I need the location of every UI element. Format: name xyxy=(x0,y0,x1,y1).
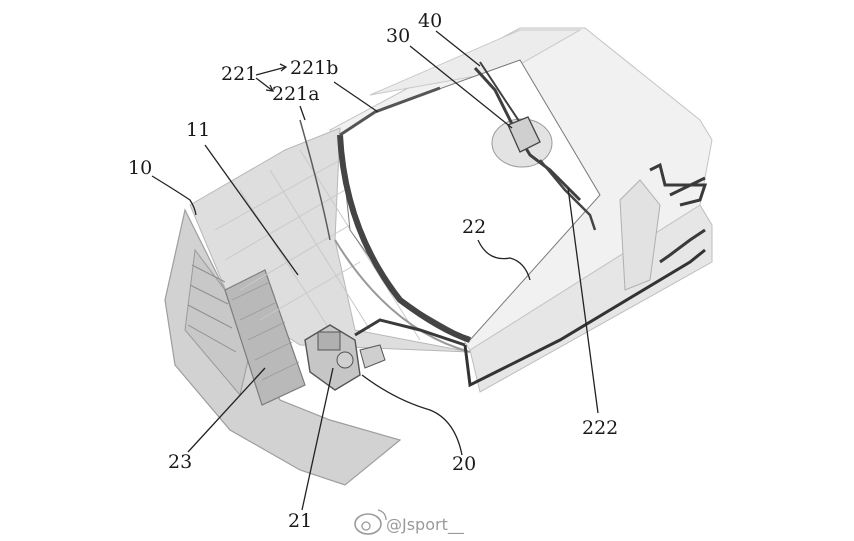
watermark: @Jsport__ xyxy=(354,509,465,535)
grille-slats xyxy=(187,264,237,353)
pump-assembly xyxy=(304,324,386,391)
ref-23: 23 xyxy=(168,451,192,473)
weibo-icon xyxy=(354,509,387,535)
ref-222: 222 xyxy=(582,417,618,439)
ref-221: 221 xyxy=(221,63,257,85)
ref-221a: 221a xyxy=(272,83,320,105)
leader-30 xyxy=(409,45,513,129)
leader-221b xyxy=(333,81,379,113)
leader-20 xyxy=(361,374,463,456)
leader-40 xyxy=(435,30,481,67)
fluid-lines xyxy=(299,61,708,388)
ref-40: 40 xyxy=(418,10,442,32)
watermark-text: @Jsport__ xyxy=(386,515,465,535)
ref-11: 11 xyxy=(186,119,210,141)
leader-22 xyxy=(477,239,531,281)
leader-221-b xyxy=(255,66,287,76)
leader-10 xyxy=(151,175,197,216)
vehicle-body xyxy=(164,27,713,486)
ref-20: 20 xyxy=(452,453,476,475)
leader-221-a xyxy=(255,77,274,92)
roof-reservoir xyxy=(507,116,541,153)
leader-21 xyxy=(301,367,334,511)
leader-221a xyxy=(299,105,306,121)
ref-221b: 221b xyxy=(290,57,338,79)
leader-11 xyxy=(204,144,299,276)
ref-30: 30 xyxy=(386,25,410,47)
ref-22: 22 xyxy=(462,216,486,238)
ref-21: 21 xyxy=(288,510,312,532)
ref-10: 10 xyxy=(128,157,152,179)
leader-222 xyxy=(567,187,599,414)
reference-labels: 10 11 221 221b 221a 30 40 22 222 20 xyxy=(128,10,618,532)
leader-23 xyxy=(187,367,266,453)
